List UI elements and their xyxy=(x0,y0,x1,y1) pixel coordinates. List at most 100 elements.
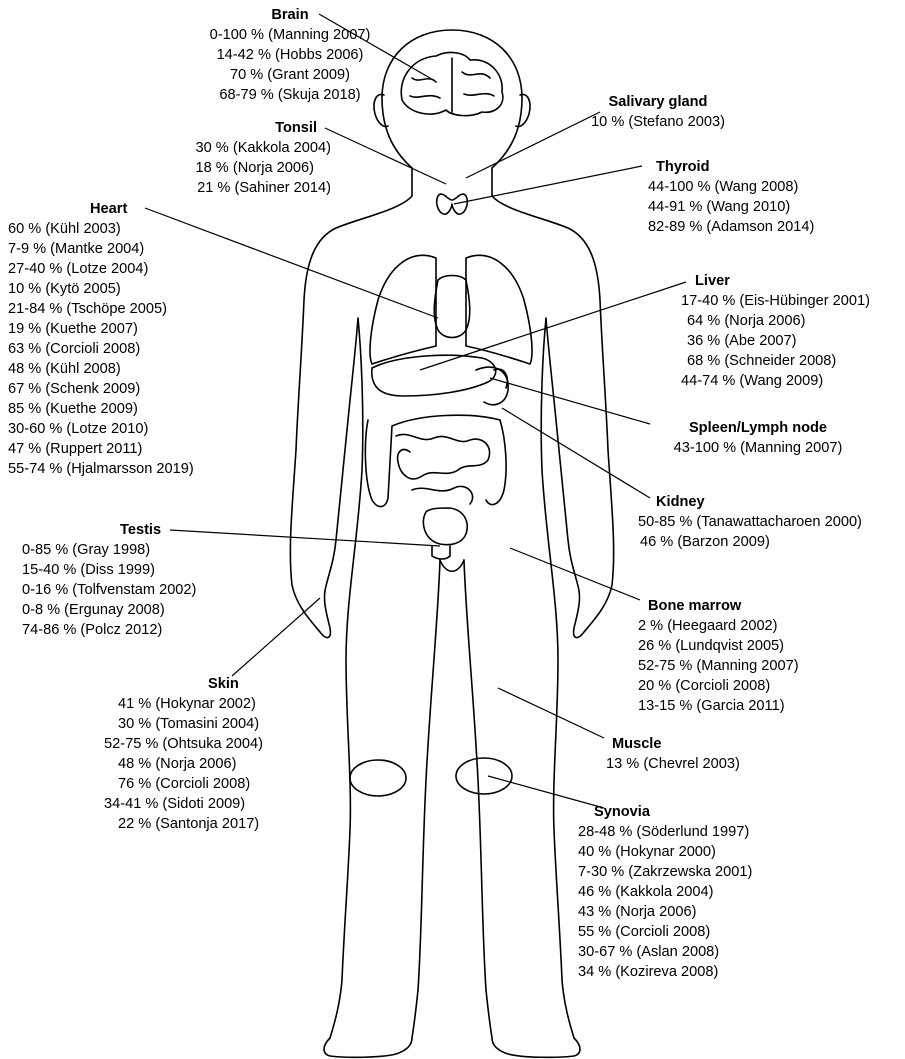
small-intestine xyxy=(396,434,490,504)
entry: 13-15 % (Garcia 2011) xyxy=(638,696,799,716)
crotch xyxy=(440,560,464,571)
entry: 7-30 % (Zakrzewska 2001) xyxy=(578,862,752,882)
body-outline-left xyxy=(290,168,412,1038)
foot-left xyxy=(324,1038,412,1057)
entry: 46 % (Kakkola 2004) xyxy=(578,882,752,902)
organ-title-bone: Bone marrow xyxy=(638,596,799,616)
entry: 43-100 % (Manning 2007) xyxy=(674,438,843,458)
leg-inner-right xyxy=(464,560,492,1038)
entry: 70 % (Grant 2009) xyxy=(210,65,371,85)
organ-title-skin: Skin xyxy=(104,674,263,694)
leader-kidney xyxy=(502,408,650,498)
entry: 15-40 % (Diss 1999) xyxy=(22,560,196,580)
entry: 44-91 % (Wang 2010) xyxy=(648,197,814,217)
entry: 0-16 % (Tolfvenstam 2002) xyxy=(22,580,196,600)
knee-right xyxy=(456,758,512,794)
organ-title-synovia: Synovia xyxy=(578,802,752,822)
entry: 47 % (Ruppert 2011) xyxy=(8,439,194,459)
leader-testis xyxy=(170,530,440,546)
entry: 68 % (Schneider 2008) xyxy=(681,351,870,371)
entry: 20 % (Corcioli 2008) xyxy=(638,676,799,696)
entry: 10 % (Stefano 2003) xyxy=(591,112,725,132)
entry: 64 % (Norja 2006) xyxy=(681,311,870,331)
entry: 46 % (Barzon 2009) xyxy=(638,532,862,552)
entry: 28-48 % (Söderlund 1997) xyxy=(578,822,752,842)
leader-spleen xyxy=(490,378,650,424)
large-intestine xyxy=(365,415,506,506)
leader-muscle xyxy=(498,688,604,738)
entry: 22 % (Santonja 2017) xyxy=(104,814,263,834)
entry: 40 % (Hokynar 2000) xyxy=(578,842,752,862)
leg-inner-left xyxy=(412,560,440,1038)
entry: 0-100 % (Manning 2007) xyxy=(210,25,371,45)
label-tonsil: Tonsil 30 % (Kakkola 2004) 18 % (Norja 2… xyxy=(196,118,331,198)
entry: 30 % (Kakkola 2004) xyxy=(196,138,331,158)
entry: 18 % (Norja 2006) xyxy=(196,158,331,178)
entry: 13 % (Chevrel 2003) xyxy=(606,754,740,774)
entry: 0-8 % (Ergunay 2008) xyxy=(22,600,196,620)
lung-left xyxy=(370,255,436,364)
leader-tonsil xyxy=(325,128,446,184)
organ-title-thyroid: Thyroid xyxy=(648,157,814,177)
entry: 26 % (Lundqvist 2005) xyxy=(638,636,799,656)
entry: 21 % (Sahiner 2014) xyxy=(196,178,331,198)
entry: 34 % (Kozireva 2008) xyxy=(578,962,752,982)
entry: 82-89 % (Adamson 2014) xyxy=(648,217,814,237)
entry: 14-42 % (Hobbs 2006) xyxy=(210,45,371,65)
entry: 68-79 % (Skuja 2018) xyxy=(210,85,371,105)
entry: 0-85 % (Gray 1998) xyxy=(22,540,196,560)
entry: 55-74 % (Hjalmarsson 2019) xyxy=(8,459,194,479)
leader-thyroid xyxy=(454,166,642,204)
organ-title-tonsil: Tonsil xyxy=(196,118,331,138)
leader-skin xyxy=(232,598,320,676)
label-liver: Liver 17-40 % (Eis-Hübinger 2001) 64 % (… xyxy=(681,271,870,391)
leader-bone xyxy=(510,548,640,600)
label-heart: Heart 60 % (Kühl 2003) 7-9 % (Mantke 200… xyxy=(8,199,194,479)
entry: 48 % (Norja 2006) xyxy=(104,754,263,774)
label-salivary: Salivary gland 10 % (Stefano 2003) xyxy=(591,92,725,132)
organ-title-testis: Testis xyxy=(22,520,196,540)
entry: 55 % (Corcioli 2008) xyxy=(578,922,752,942)
label-spleen: Spleen/Lymph node 43-100 % (Manning 2007… xyxy=(674,418,843,458)
entry: 19 % (Kuethe 2007) xyxy=(8,319,194,339)
organ-title-spleen: Spleen/Lymph node xyxy=(674,418,843,438)
entry: 50-85 % (Tanawattacharoen 2000) xyxy=(638,512,862,532)
label-bone-marrow: Bone marrow 2 % (Heegaard 2002) 26 % (Lu… xyxy=(638,596,799,716)
entry: 44-74 % (Wang 2009) xyxy=(681,371,870,391)
entry: 48 % (Kühl 2008) xyxy=(8,359,194,379)
organ-title-kidney: Kidney xyxy=(638,492,862,512)
leader-salivary xyxy=(466,112,600,178)
label-synovia: Synovia 28-48 % (Söderlund 1997) 40 % (H… xyxy=(578,802,752,982)
ear-right xyxy=(516,94,530,126)
entry: 27-40 % (Lotze 2004) xyxy=(8,259,194,279)
entry: 17-40 % (Eis-Hübinger 2001) xyxy=(681,291,870,311)
entry: 52-75 % (Manning 2007) xyxy=(638,656,799,676)
entry: 41 % (Hokynar 2002) xyxy=(104,694,263,714)
entry: 43 % (Norja 2006) xyxy=(578,902,752,922)
testis-shape xyxy=(432,546,450,559)
label-skin: Skin 41 % (Hokynar 2002) 30 % (Tomasini … xyxy=(104,674,263,834)
entry: 34-41 % (Sidoti 2009) xyxy=(104,794,263,814)
label-thyroid: Thyroid 44-100 % (Wang 2008) 44-91 % (Wa… xyxy=(648,157,814,237)
entry: 2 % (Heegaard 2002) xyxy=(638,616,799,636)
organ-title-salivary: Salivary gland xyxy=(591,92,725,112)
liver-shape xyxy=(372,355,496,396)
organ-title-heart: Heart xyxy=(8,199,194,219)
entry: 63 % (Corcioli 2008) xyxy=(8,339,194,359)
entry: 10 % (Kytö 2005) xyxy=(8,279,194,299)
entry: 44-100 % (Wang 2008) xyxy=(648,177,814,197)
lung-right xyxy=(466,255,532,364)
ear-left xyxy=(374,94,388,126)
thyroid-shape xyxy=(437,194,468,214)
entry: 74-86 % (Polcz 2012) xyxy=(22,620,196,640)
entry: 36 % (Abe 2007) xyxy=(681,331,870,351)
leader-liver xyxy=(420,282,686,370)
brain-folds xyxy=(410,58,494,112)
label-brain: Brain 0-100 % (Manning 2007) 14-42 % (Ho… xyxy=(210,5,371,105)
entry: 85 % (Kuethe 2009) xyxy=(8,399,194,419)
entry: 60 % (Kühl 2003) xyxy=(8,219,194,239)
foot-right xyxy=(492,1038,580,1057)
organ-title-liver: Liver xyxy=(681,271,870,291)
label-kidney: Kidney 50-85 % (Tanawattacharoen 2000) 4… xyxy=(638,492,862,552)
